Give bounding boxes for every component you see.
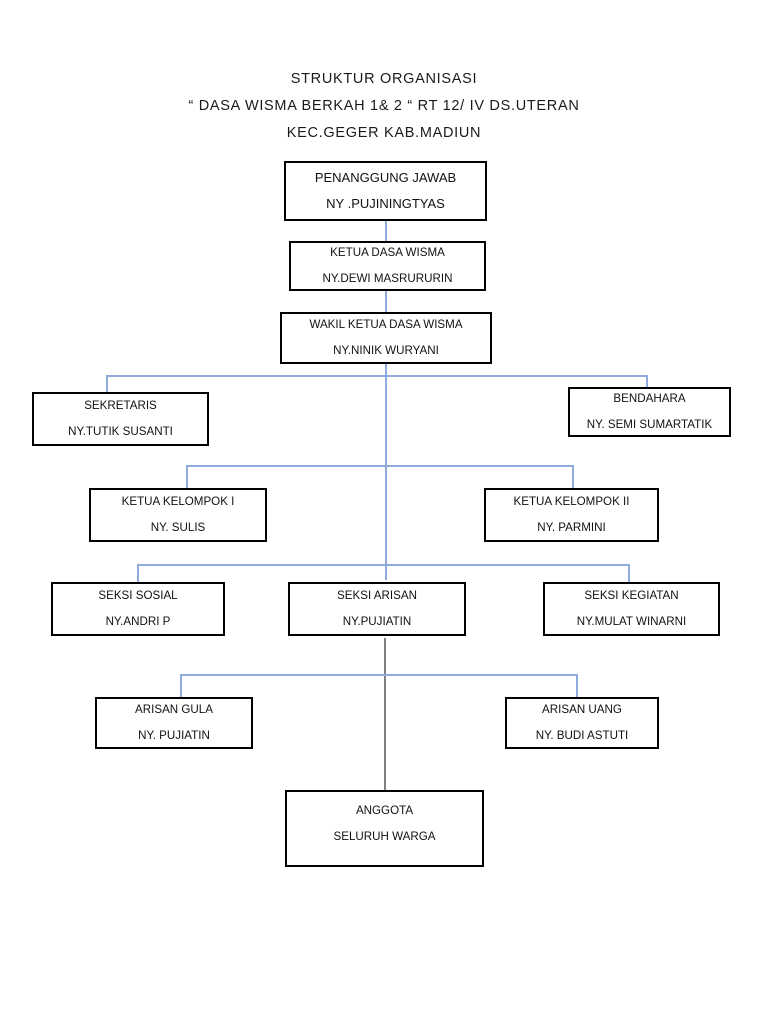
connector-to-arisan-gula [180, 674, 182, 697]
node-role: ARISAN UANG [542, 703, 622, 716]
node-person: NY.NINIK WURYANI [333, 344, 439, 357]
node-role: SEKSI KEGIATAN [584, 589, 679, 602]
node-person: NY. BUDI ASTUTI [535, 729, 629, 742]
connector-level7-horizontal [180, 674, 578, 676]
connector-level6-horizontal [137, 564, 630, 566]
connector-pj-to-ketua [385, 221, 387, 241]
node-role: WAKIL KETUA DASA WISMA [309, 318, 463, 331]
title-line-1: STRUKTUR ORGANISASI [290, 71, 478, 87]
node-arisan-uang[interactable]: ARISAN UANG NY. BUDI ASTUTI [505, 697, 659, 749]
connector-level5-horizontal [186, 465, 574, 467]
node-role: SEKSI ARISAN [337, 589, 417, 602]
title-line-2: “ DASA WISMA BERKAH 1& 2 “ RT 12/ IV DS.… [188, 98, 580, 114]
node-role: KETUA KELOMPOK I [121, 495, 235, 508]
connector-arisan-trunk [384, 638, 386, 790]
node-seksi-sosial[interactable]: SEKSI SOSIAL NY.ANDRI P [51, 582, 225, 636]
chart-title-block: STRUKTUR ORGANISASI “ DASA WISMA BERKAH … [0, 66, 768, 147]
node-person: NY.DEWI MASRURURIN [322, 272, 453, 285]
node-seksi-kegiatan[interactable]: SEKSI KEGIATAN NY.MULAT WINARNI [543, 582, 720, 636]
connector-to-sekretaris [106, 375, 108, 392]
node-person: NY.PUJIATIN [342, 615, 412, 628]
node-role: ANGGOTA [355, 804, 414, 817]
node-role: PENANGGUNG JAWAB [314, 170, 457, 185]
node-role: KETUA DASA WISMA [330, 246, 445, 259]
node-role: BENDAHARA [613, 392, 686, 405]
connector-to-seksi-sosial [137, 564, 139, 582]
node-person: NY.ANDRI P [105, 615, 171, 628]
node-ketua-dasa-wisma[interactable]: KETUA DASA WISMA NY.DEWI MASRURURIN [289, 241, 486, 291]
connector-to-seksi-kegiatan [628, 564, 630, 582]
node-arisan-gula[interactable]: ARISAN GULA NY. PUJIATIN [95, 697, 253, 749]
title-line-3: KEC.GEGER KAB.MADIUN [286, 125, 482, 141]
node-bendahara[interactable]: BENDAHARA NY. SEMI SUMARTATIK [568, 387, 731, 437]
node-role: ARISAN GULA [135, 703, 213, 716]
node-person: NY. SEMI SUMARTATIK [586, 418, 713, 431]
connector-ketua-to-wakil [385, 291, 387, 312]
node-sekretaris[interactable]: SEKRETARIS NY.TUTIK SUSANTI [32, 392, 209, 446]
connector-wakil-trunk [385, 364, 387, 580]
node-role: KETUA KELOMPOK II [513, 495, 630, 508]
node-role: SEKRETARIS [84, 399, 157, 412]
node-ketua-kelompok-2[interactable]: KETUA KELOMPOK II NY. PARMINI [484, 488, 659, 542]
connector-to-bendahara [646, 375, 648, 387]
connector-to-arisan-uang [576, 674, 578, 697]
node-wakil-ketua-dasa-wisma[interactable]: WAKIL KETUA DASA WISMA NY.NINIK WURYANI [280, 312, 492, 364]
node-penanggung-jawab[interactable]: PENANGGUNG JAWAB NY .PUJININGTYAS [284, 161, 487, 221]
node-person: NY.TUTIK SUSANTI [68, 425, 173, 438]
node-person: SELURUH WARGA [333, 830, 436, 843]
node-ketua-kelompok-1[interactable]: KETUA KELOMPOK I NY. SULIS [89, 488, 267, 542]
connector-to-kelompok-2 [572, 465, 574, 488]
connector-level4-horizontal [106, 375, 648, 377]
node-person: NY. SULIS [150, 521, 206, 534]
node-anggota[interactable]: ANGGOTA SELURUH WARGA [285, 790, 484, 867]
node-role: SEKSI SOSIAL [98, 589, 178, 602]
node-seksi-arisan[interactable]: SEKSI ARISAN NY.PUJIATIN [288, 582, 466, 636]
node-person: NY .PUJININGTYAS [326, 196, 445, 211]
node-person: NY.MULAT WINARNI [576, 615, 687, 628]
connector-to-kelompok-1 [186, 465, 188, 488]
node-person: NY. PUJIATIN [138, 729, 210, 742]
node-person: NY. PARMINI [537, 521, 606, 534]
